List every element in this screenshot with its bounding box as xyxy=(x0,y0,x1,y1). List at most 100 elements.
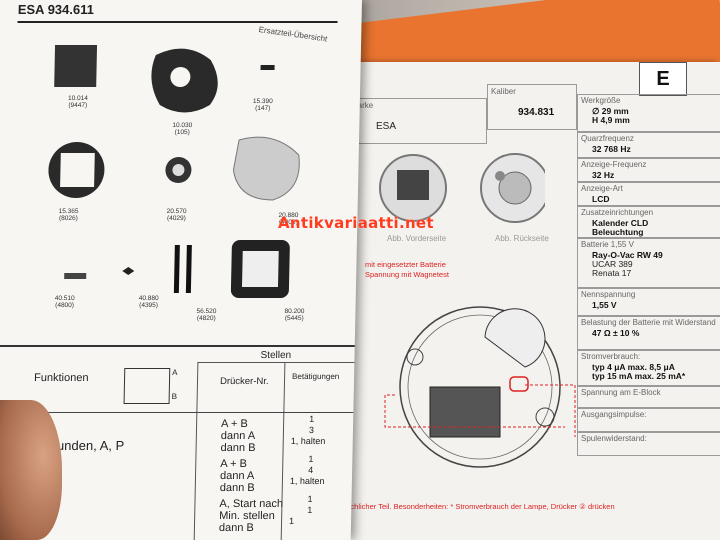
part-label: 10.030(105) xyxy=(157,122,207,136)
row-druecker: dann A xyxy=(220,430,256,442)
row-druecker: A + B xyxy=(220,458,248,470)
red-note-2: Spannung mit Wagnetest xyxy=(365,270,449,279)
spec-value: 32 Hz xyxy=(592,170,615,180)
drucker-diagram xyxy=(123,368,171,404)
thumb xyxy=(0,400,62,540)
spec-cell: Ausgangsimpulse: xyxy=(577,408,720,432)
part-number: 40.510 xyxy=(54,295,75,302)
part-number: 10.030 xyxy=(172,122,193,129)
page-header: ESA 934.611 xyxy=(17,2,95,17)
spec-label: Stromverbrauch: xyxy=(581,352,641,361)
page-subheader: Ersatzteil-Übersicht xyxy=(258,25,328,44)
spec-value: Ray-O-Vac RW 49 xyxy=(592,250,663,260)
row-druecker: Min. stellen xyxy=(219,510,275,522)
spec-value: typ 15 mA max. 25 mA* xyxy=(592,371,686,381)
watch-images xyxy=(379,153,545,223)
caption-front: Abb. Vorderseite xyxy=(387,234,447,243)
part-subnumber: (5445) xyxy=(284,315,304,322)
part-subnumber: (105) xyxy=(174,129,190,136)
row-betaetigung: 1 xyxy=(307,505,313,515)
spec-value: typ 4 μA max. 8,5 μA xyxy=(592,362,675,372)
part-subnumber: (8026) xyxy=(58,215,78,222)
spec-label: Nennspannung xyxy=(581,290,636,299)
kaliber-box: Kaliber 934.831 xyxy=(487,84,577,130)
part-number: 15.390 xyxy=(252,98,273,105)
part-number: 56.520 xyxy=(196,308,217,315)
col-divider-2 xyxy=(280,362,286,540)
right-page: Marke ESA Kaliber 934.831 E Abb. Vorders… xyxy=(345,62,720,540)
row-betaetigung: 1, halten xyxy=(289,476,325,486)
spec-label: Batterie 1,55 V xyxy=(581,240,634,249)
row-druecker: dann B xyxy=(218,522,254,534)
spec-value: Kalender CLD xyxy=(592,218,649,228)
footer-note: sichlicher Teil. Besonderheiten: * Strom… xyxy=(345,502,615,511)
spec-cell: Spulenwiderstand: xyxy=(577,432,720,456)
spec-label: Anzeige-Frequenz xyxy=(581,160,647,169)
parts-drawings xyxy=(48,45,300,298)
part-label: 20.570(4029) xyxy=(151,208,201,222)
red-note-1: mit eingesetzter Batterie xyxy=(365,260,446,269)
row-betaetigung: 3 xyxy=(308,425,315,435)
col-functions: Funktionen xyxy=(33,372,89,384)
spec-label: Werkgröße xyxy=(581,96,621,105)
spec-value: ∅ 29 mm xyxy=(592,106,629,116)
part-label: 80.200(5445) xyxy=(269,308,319,322)
marke-box: Marke ESA xyxy=(347,98,487,144)
marke-label: Marke xyxy=(351,101,374,110)
part-number: 40.880 xyxy=(138,295,159,302)
row-druecker: dann A xyxy=(219,470,255,482)
marke-value: ESA xyxy=(376,121,397,132)
spec-label: Belastung der Batterie mit Widerstand xyxy=(581,318,716,327)
diagram-label-a: A xyxy=(172,368,178,377)
spec-value: Renata 17 xyxy=(592,268,632,278)
col-stellen: Stellen xyxy=(260,350,292,361)
col-betaetigungen: Betätigungen xyxy=(292,372,340,381)
part-label: 40.510(4800) xyxy=(40,295,90,309)
part-label: 15.390(147) xyxy=(238,98,288,112)
spec-label: Spulenwiderstand: xyxy=(581,434,647,443)
part-number: 80.200 xyxy=(284,308,305,315)
spec-value: UCAR 389 xyxy=(592,259,633,269)
part-subnumber: (4820) xyxy=(196,315,216,322)
part-subnumber: (4029) xyxy=(166,215,186,222)
row-betaetigung: 1 xyxy=(307,494,313,504)
col-druecker: Drücker-Nr. xyxy=(219,376,269,387)
row-betaetigung: 1 xyxy=(309,414,315,424)
row-betaetigung: 4 xyxy=(308,465,314,475)
table-top-rule xyxy=(0,345,355,347)
part-subnumber: (4395) xyxy=(139,302,159,309)
part-label: 10.014(9447) xyxy=(53,95,103,109)
kaliber-label: Kaliber xyxy=(491,87,516,96)
part-label: 56.520(4820) xyxy=(181,308,231,322)
row-druecker: dann B xyxy=(219,482,255,494)
row-druecker: A + B xyxy=(220,418,248,430)
spec-label: Zusatzeinrichtungen xyxy=(581,208,654,217)
stellen-rule xyxy=(197,362,355,363)
kaliber-value: 934.831 xyxy=(518,107,555,118)
diagram-label-b: B xyxy=(171,392,178,401)
part-label: 40.880(4395) xyxy=(124,295,174,309)
spec-label: Anzeige-Art xyxy=(581,184,623,193)
spec-label: Quarzfrequenz xyxy=(581,134,634,143)
col-divider-1 xyxy=(193,362,199,540)
spec-value: H 4,9 mm xyxy=(592,115,630,125)
spec-value: Beleuchtung xyxy=(592,227,644,237)
part-number: 15.365 xyxy=(58,208,79,215)
caption-back: Abb. Rückseite xyxy=(495,234,549,243)
table-header-rule xyxy=(0,412,354,413)
part-subnumber: (9447) xyxy=(68,102,88,109)
row-betaetigung: 1 xyxy=(308,454,314,464)
spec-label: Ausgangsimpulse: xyxy=(581,410,647,419)
spec-value: LCD xyxy=(592,194,610,204)
spec-cell: Spannung am E-Block xyxy=(577,386,720,408)
watermark: Antikvariaatti.net xyxy=(278,214,434,232)
